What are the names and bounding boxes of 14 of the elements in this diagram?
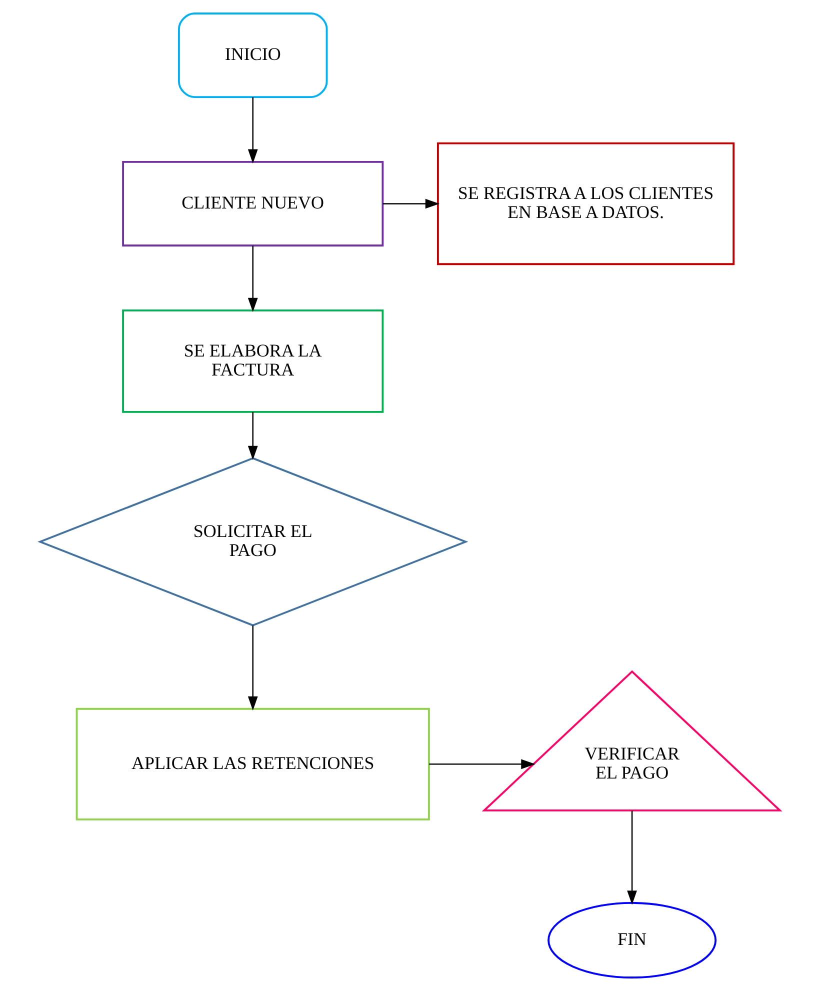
node-box: APLICAR LAS RETENCIONES	[75, 708, 430, 820]
arrow	[247, 626, 258, 711]
node-box: SE ELABORA LA FACTURA	[122, 309, 384, 413]
arrow	[382, 198, 440, 209]
node-ellipse: FIN	[547, 902, 716, 978]
arrow	[247, 412, 258, 460]
node-diamond: SOLICITAR EL PAGO	[37, 457, 468, 626]
arrow	[428, 759, 535, 770]
arrow	[626, 810, 636, 905]
node-box: SE REGISTRA A LOS CLIENTES EN BASE A DATOS.	[436, 142, 734, 266]
arrow	[247, 97, 258, 164]
node-box: CLIENTE NUEVO	[122, 160, 384, 246]
arrow	[247, 246, 258, 312]
node-box: INICIO	[178, 12, 328, 98]
